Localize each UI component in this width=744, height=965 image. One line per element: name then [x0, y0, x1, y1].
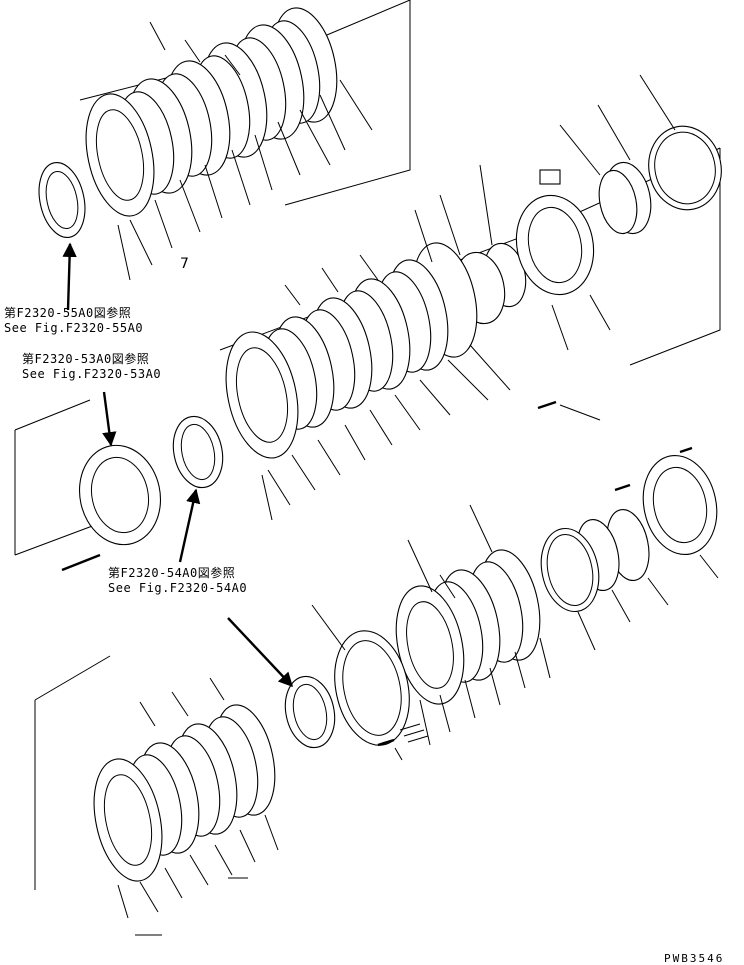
lower-right-plates	[395, 549, 541, 705]
ref-54-arrow-lower	[227, 617, 293, 688]
ref-53-en: See Fig.F2320-53A0	[22, 367, 162, 381]
toothed-ring	[334, 630, 410, 746]
middle-leaders	[261, 74, 676, 521]
ref-53-jp: 第F2320-53A0図参照	[22, 352, 150, 366]
ref-54-note: 第F2320-54A0図参照 See Fig.F2320-54A0	[108, 566, 247, 596]
middle-housing	[515, 169, 595, 296]
left-carrier	[61, 444, 162, 572]
lower-right-housing	[614, 446, 718, 556]
lower-springs	[377, 723, 429, 747]
top-leaders	[117, 21, 373, 281]
top-hub	[38, 162, 86, 238]
lower-right-rings	[540, 508, 650, 613]
clutch-pack-lower-right	[227, 446, 719, 761]
clutch-pack-middle	[14, 74, 722, 572]
ref-55-en: See Fig.F2320-55A0	[4, 321, 144, 335]
clutch-pack-bottom	[34, 655, 279, 936]
top-plate-stack	[85, 7, 338, 217]
clutch-pack-top	[38, 0, 411, 311]
ref-53-arrow	[102, 391, 117, 447]
drawing-id: PWB3546	[664, 952, 725, 965]
ref-53-note: 第F2320-53A0図参照 See Fig.F2320-53A0	[22, 352, 161, 382]
middle-plate-stack	[225, 242, 478, 459]
lower-right-leaders	[311, 504, 719, 761]
bottom-plate-stack	[93, 704, 276, 882]
spring-pin	[537, 400, 601, 421]
lower-hub	[284, 675, 336, 749]
ref-55-arrow	[62, 242, 77, 311]
middle-hub	[172, 415, 224, 489]
bottom-leaders	[117, 677, 279, 936]
ref-54-en: See Fig.F2320-54A0	[108, 581, 248, 595]
ref-55-jp: 第F2320-55A0図参照	[4, 306, 132, 320]
callout-7: 7	[180, 256, 189, 272]
ref-54-jp: 第F2320-54A0図参照	[108, 566, 236, 580]
ref-54-arrow	[178, 488, 201, 563]
ref-55-note: 第F2320-55A0図参照 See Fig.F2320-55A0	[4, 306, 143, 336]
piston-rings	[454, 125, 722, 325]
